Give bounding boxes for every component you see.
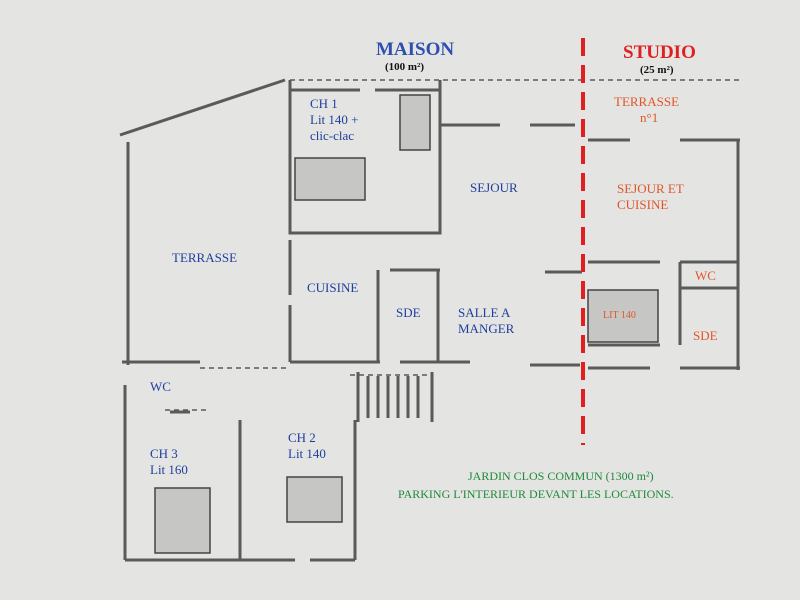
bed-ch1-wardrobe — [399, 94, 431, 151]
bed-ch3 — [154, 487, 211, 554]
studio-title: STUDIO — [623, 42, 696, 63]
room-ch3-name: CH 3 — [150, 446, 178, 461]
studio-wc: WC — [695, 268, 716, 283]
room-salle-line2: MANGER — [458, 321, 515, 336]
room-salle-line1: SALLE A — [458, 305, 511, 320]
room-ch1-extra: clic-clac — [310, 128, 354, 143]
room-ch2-bed: Lit 140 — [288, 446, 326, 461]
studio-sde: SDE — [693, 328, 718, 343]
room-sejour: SEJOUR — [470, 180, 518, 195]
room-sde: SDE — [396, 305, 421, 320]
bed-studio — [587, 289, 659, 343]
room-cuisine: CUISINE — [307, 280, 358, 295]
bed-ch1 — [294, 157, 366, 201]
note-jardin: JARDIN CLOS COMMUN (1300 m²) — [468, 469, 654, 483]
room-ch1-name: CH 1 — [310, 96, 338, 111]
room-ch1-bed: Lit 140 + — [310, 112, 359, 127]
studio-sejour-line2: CUISINE — [617, 197, 668, 212]
studio-lit: LIT 140 — [603, 310, 636, 321]
note-parking: PARKING L'INTERIEUR DEVANT LES LOCATIONS… — [398, 487, 674, 501]
maison-area: (100 m²) — [385, 61, 424, 73]
studio-area: (25 m²) — [640, 64, 674, 76]
room-ch3-bed: Lit 160 — [150, 462, 188, 477]
room-ch2-name: CH 2 — [288, 430, 316, 445]
studio-terrasse-name: TERRASSE — [614, 94, 679, 109]
studio-terrasse-number: n°1 — [640, 110, 658, 125]
room-wc: WC — [150, 379, 171, 394]
bed-ch2 — [286, 476, 343, 523]
maison-title: MAISON — [376, 39, 454, 60]
plan-walls — [119, 78, 740, 562]
furniture — [154, 94, 659, 554]
room-terrasse: TERRASSE — [172, 250, 237, 265]
studio-sejour-line1: SEJOUR ET — [617, 181, 684, 196]
